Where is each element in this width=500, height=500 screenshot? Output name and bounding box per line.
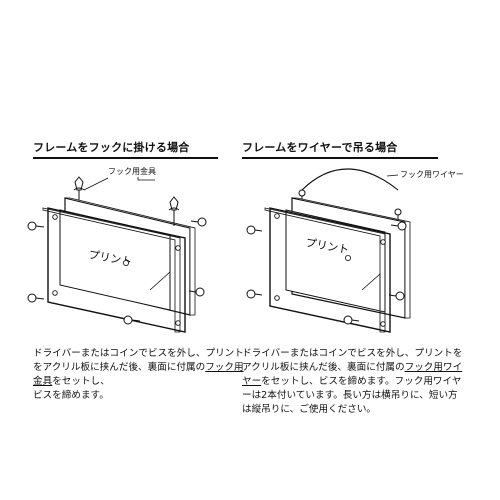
plate-screws	[52, 214, 181, 326]
hook-instructions: ドライバーまたはコインでビスを外し、プリントをアクリル板に挟んだ後、裏面に付属の…	[33, 348, 244, 401]
wire-method-title: フレームをワイヤーで吊る場合	[242, 141, 398, 154]
wire-instructions: ドライバーまたはコインでビスを外し、プリントをアクリル板に挟んだ後、裏面に付属の…	[242, 348, 463, 415]
callout-leader-left	[83, 177, 109, 191]
detached-screws	[246, 221, 407, 325]
wire-frame-illustration: フック用ワイヤー プリント	[246, 168, 464, 333]
detached-screws	[27, 217, 207, 325]
wire-title-underline	[242, 157, 438, 159]
wire-callout: フック用ワイヤー	[400, 170, 464, 179]
wire-instructions-panel: フレームをワイヤーで吊る場合 フック用ワイヤー プリント	[242, 0, 500, 500]
hook-fitting-right	[168, 196, 180, 226]
hook-instructions-panel: フレームをフックに掛ける場合 フック用金具 プリント	[27, 141, 244, 401]
acrylic-plate	[42, 207, 186, 333]
hook-method-title: フレームをフックに掛ける場合	[33, 141, 190, 154]
hook-title-underline	[33, 157, 218, 159]
callout-leader	[137, 177, 155, 181]
hook-fitting-callout: フック用金具	[108, 166, 156, 176]
hook-fitting-left	[73, 176, 85, 200]
plate-screws	[274, 213, 386, 327]
hanging-wire	[301, 168, 399, 191]
hook-frame-illustration: フック用金具 プリント	[27, 166, 207, 333]
acrylic-plate	[264, 207, 391, 333]
